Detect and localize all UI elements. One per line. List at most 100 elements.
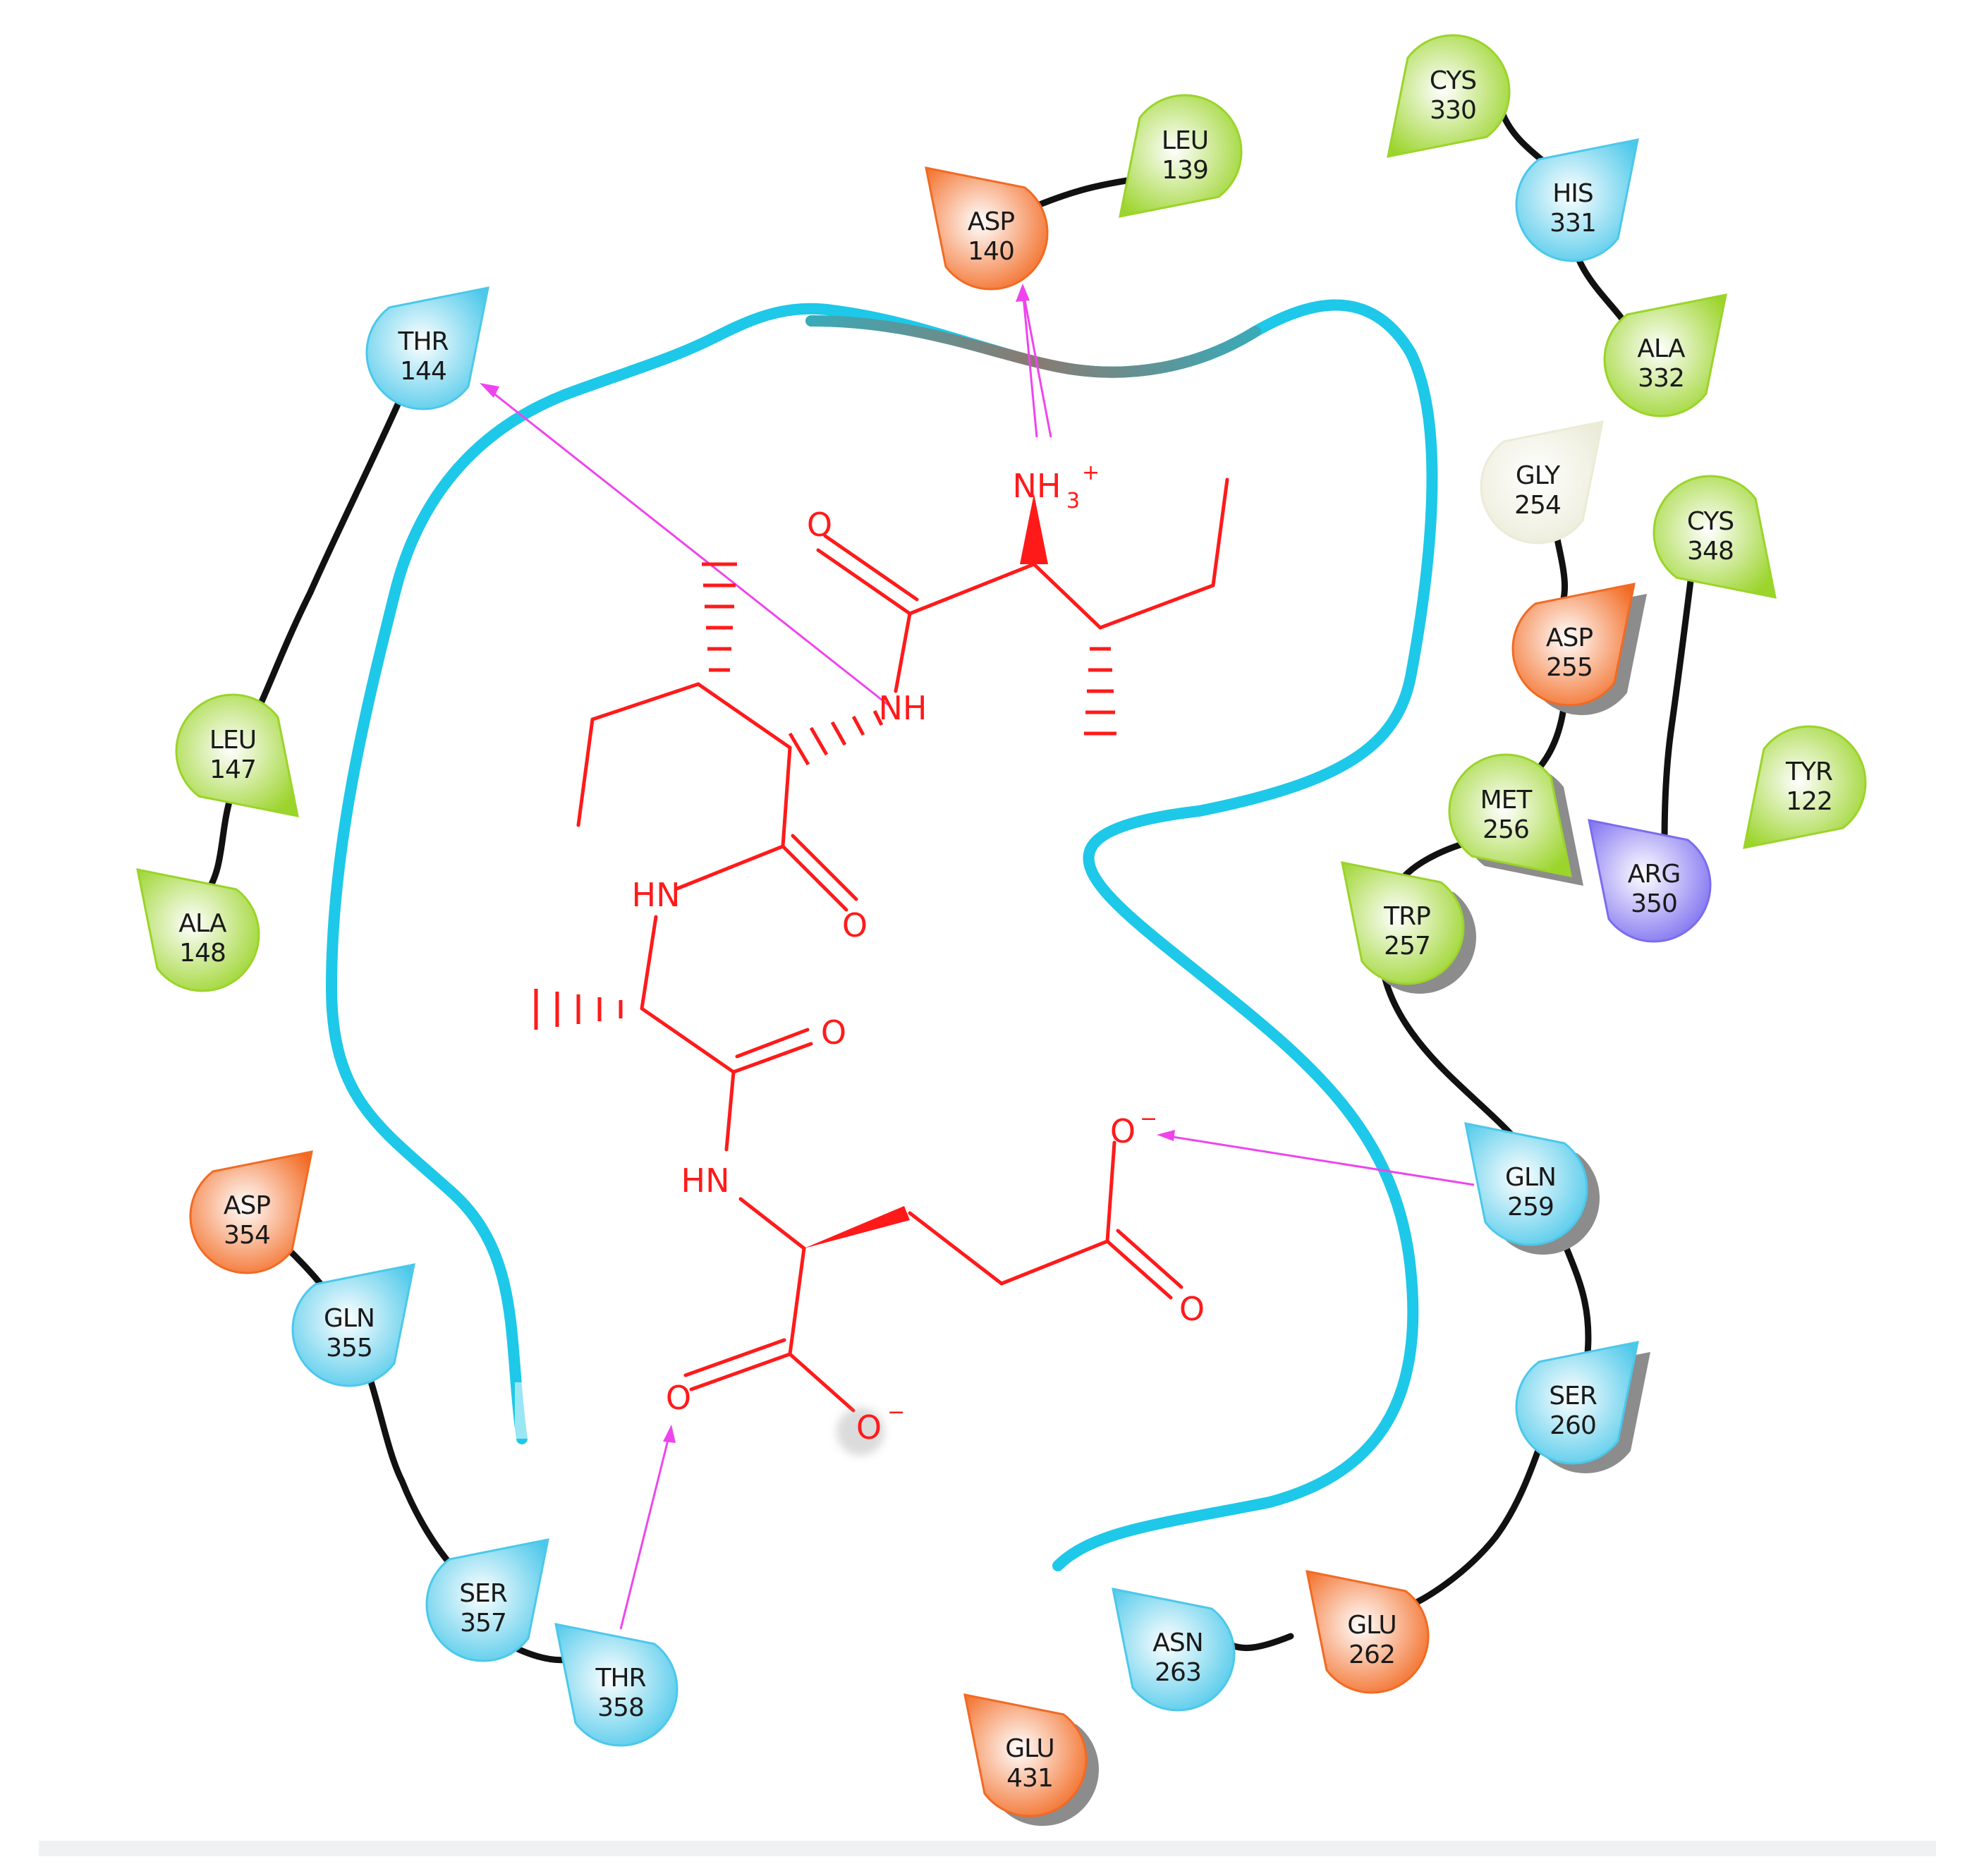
residue-shape — [925, 166, 1049, 291]
residue-number: 431 — [1006, 1764, 1053, 1793]
residue-number: 262 — [1349, 1640, 1395, 1669]
residue-name: CYS — [1430, 66, 1476, 95]
residue-name: THR — [595, 1664, 645, 1693]
residue-shape — [1305, 1570, 1430, 1694]
residue-name: ALA — [1637, 334, 1686, 363]
residue-shape — [1743, 725, 1867, 849]
residue-shape — [189, 1150, 313, 1274]
pocket-outline — [325, 299, 1438, 1571]
residue-number: 139 — [1162, 156, 1208, 185]
atom-nh3: NH — [1013, 467, 1061, 505]
residue-name: LEU — [1162, 126, 1208, 155]
atom-nh3-plus: NH 3 + — [1013, 461, 1100, 513]
residue-shape — [1448, 753, 1572, 877]
residue-number: 254 — [1514, 491, 1561, 520]
residue-shape — [1480, 420, 1604, 544]
atom-o2: O — [842, 906, 868, 944]
residue-name: THR — [397, 327, 448, 356]
footer-separator — [39, 1841, 1936, 1856]
residue-number: 257 — [1384, 932, 1430, 961]
residue-shape — [1119, 94, 1243, 218]
residue-shape — [1511, 583, 1636, 707]
residue-number: 357 — [460, 1609, 506, 1638]
svg-text:+: + — [1082, 461, 1100, 485]
residue-name: TYR — [1785, 757, 1832, 786]
residue-number: 331 — [1550, 209, 1596, 238]
residue-shape — [1464, 1122, 1588, 1246]
atom-nh1: NH — [879, 689, 927, 727]
residue-shape — [425, 1538, 549, 1662]
residue-number: 355 — [326, 1334, 372, 1363]
residue-name: ASN — [1152, 1628, 1203, 1657]
residue-shape — [1515, 138, 1639, 262]
residue-layer: ASP140LEU139CYS330HIS331ALA332THR144LEU1… — [136, 34, 1867, 1827]
atom-o3: O — [821, 1013, 846, 1052]
residue-name: MET — [1480, 786, 1533, 815]
residue-name: SER — [1549, 1382, 1597, 1411]
residue-number: 140 — [968, 237, 1014, 266]
residue-name: GLU — [1005, 1734, 1054, 1763]
residue-number: 358 — [597, 1693, 644, 1722]
residue-number: 350 — [1631, 889, 1677, 918]
residue-number: 330 — [1430, 96, 1476, 125]
residue-name: CYS — [1687, 507, 1734, 536]
svg-text:−: − — [1140, 1107, 1157, 1131]
residue-shape — [365, 286, 489, 410]
residue-shape — [1112, 1588, 1236, 1712]
svg-text:−: − — [887, 1400, 905, 1425]
residue-number: 144 — [400, 357, 446, 386]
residue-name: ARG — [1628, 860, 1681, 889]
hbond-nh3-asp140 — [1021, 288, 1052, 438]
hbond-nh-thr144 — [486, 386, 889, 707]
residue-name: GLN — [324, 1304, 375, 1333]
residue-number: 263 — [1155, 1658, 1201, 1687]
residue-shape — [1588, 819, 1712, 943]
svg-text:O: O — [856, 1408, 882, 1446]
hbond-gln259-o — [1163, 1134, 1475, 1186]
residue-number: 348 — [1687, 537, 1734, 566]
hashed-methyl-2 — [534, 989, 623, 1030]
hashed-methyl-1 — [1084, 647, 1116, 736]
atom-hn1: HN — [632, 876, 681, 914]
atom-o-minus-top: O − — [1110, 1107, 1157, 1150]
svg-text:3: 3 — [1066, 489, 1080, 513]
residue-number: 255 — [1546, 653, 1593, 682]
residue-shape — [136, 868, 260, 992]
hydrogen-bonds — [480, 284, 1475, 1630]
hashed-ethyl-up — [702, 562, 737, 672]
residue-name: ASP — [968, 207, 1014, 236]
residue-number: 259 — [1507, 1193, 1554, 1222]
residue-number: 332 — [1638, 364, 1684, 393]
hbond-thr358-o — [619, 1431, 671, 1630]
residue-number: 148 — [179, 939, 226, 968]
residue-shape — [1515, 1341, 1639, 1465]
residue-name: HIS — [1552, 179, 1593, 208]
residue-number: 147 — [209, 755, 256, 784]
residue-name: GLY — [1516, 461, 1561, 490]
residue-shape — [554, 1623, 678, 1747]
residue-name: ALA — [178, 909, 227, 938]
atom-o5: O — [666, 1379, 691, 1417]
residue-shape — [963, 1693, 1088, 1817]
